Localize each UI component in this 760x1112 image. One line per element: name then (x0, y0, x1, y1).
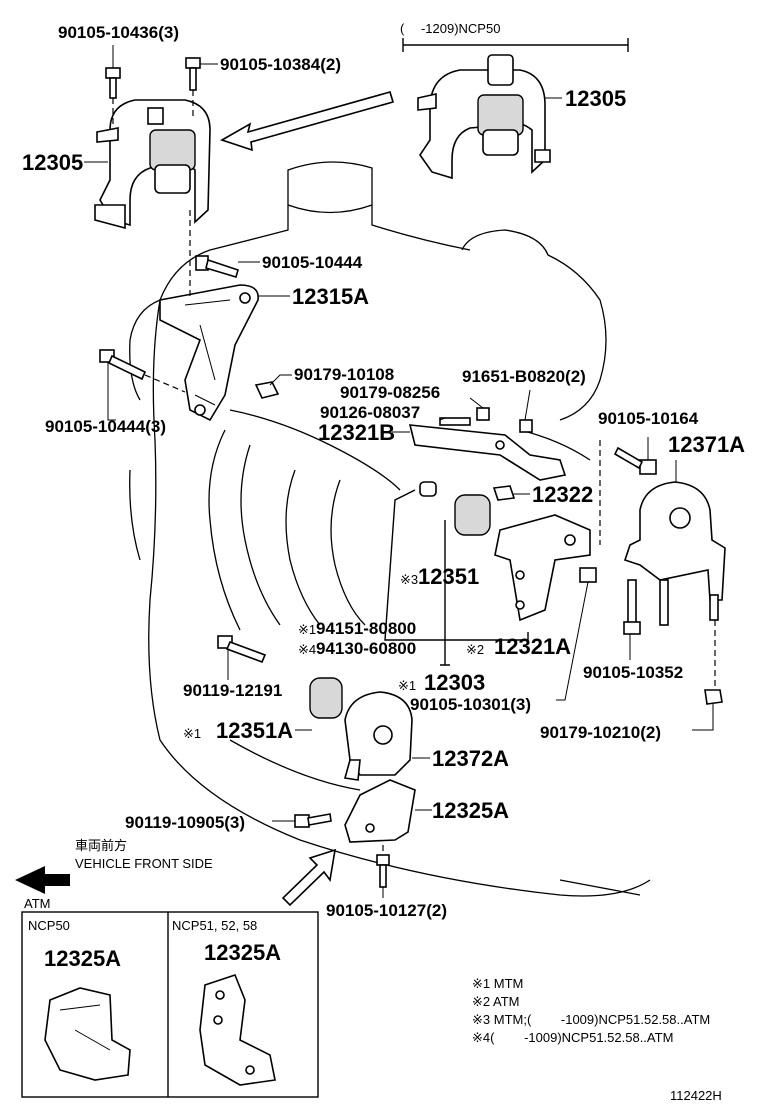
label-vehicle-front-side: VEHICLE FRONT SIDE (75, 856, 213, 871)
label-94151-80800: 94151-80800 (316, 619, 416, 638)
note-2: ※2 ATM (472, 994, 520, 1009)
bolt-90105-10444-lower (99, 349, 147, 381)
bracket-12321A (494, 514, 591, 622)
engine-outline (129, 161, 651, 897)
note-3: ※3 MTM;( -1009)NCP51.52.58..ATM (472, 1012, 710, 1027)
bolt-90119-10905 (294, 813, 332, 828)
bolt-91651-B0820 (519, 419, 533, 433)
label-12325A-ncp51: 12325A (204, 940, 281, 965)
bolt-90105-10127 (376, 854, 390, 888)
nut-12322 (492, 485, 516, 501)
bracket-12315A (159, 284, 259, 422)
front-direction-arrow-bottom (281, 848, 337, 907)
label-90179-08256: 90179-08256 (340, 383, 440, 402)
bolt-90105-10384 (185, 57, 201, 91)
label-12325A-ncp50: 12325A (44, 946, 121, 971)
label-variant-top: ( -1209)NCP50 (400, 21, 500, 36)
label-front-jp: 車両前方 (75, 838, 127, 853)
label-90119-12191: 90119-12191 (183, 681, 282, 700)
engine-mount-12305-variant (402, 38, 629, 180)
label-12321A: 12321A (494, 634, 571, 659)
label-91651-B0820: 91651-B0820(2) (462, 367, 586, 386)
nut-90179-10108 (254, 381, 280, 399)
label-90105-10436: 90105-10436(3) (58, 23, 179, 42)
label-12322: 12322 (532, 482, 593, 507)
label-box-ncp50: NCP50 (28, 918, 70, 933)
mount-insulator-12351 (454, 494, 491, 536)
label-90105-10444-upper: 90105-10444 (262, 253, 363, 272)
label-12315A: 12315A (292, 284, 369, 309)
bolt-90119-12191 (217, 635, 267, 664)
bracket-12325A-ncp51 (199, 974, 276, 1086)
label-90105-10384: 90105-10384(2) (220, 55, 341, 74)
label-12372A: 12372A (432, 746, 509, 771)
mount-12372A (343, 691, 413, 781)
mark-94130: ※4 (298, 642, 316, 657)
label-90105-10352: 90105-10352 (583, 663, 683, 682)
label-12303: 12303 (424, 670, 485, 695)
label-90119-10905: 90119-10905(3) (125, 813, 245, 832)
label-90179-10210: 90179-10210(2) (540, 723, 661, 742)
vehicle-front-arrow (15, 866, 70, 894)
label-12351A: 12351A (216, 718, 293, 743)
atm-variant-boxes (21, 911, 319, 1098)
bolt-90105-10352 (623, 579, 641, 635)
label-90105-10127: 90105-10127(2) (326, 901, 447, 920)
mark-12321A: ※2 (466, 642, 484, 657)
bracket-12325A-ncp50 (44, 987, 131, 1081)
label-12325A: 12325A (432, 798, 509, 823)
mount-insulator-12351A (309, 677, 343, 719)
label-90126-08037: 90126-08037 (320, 403, 420, 422)
bolt-90105-10444-upper (195, 255, 239, 278)
front-direction-arrow-top (220, 91, 395, 152)
bolt-90126-08037 (439, 417, 471, 426)
mark-12351: ※3 (400, 572, 418, 587)
note-1: ※1 MTM (472, 976, 523, 991)
nut-90179-10210 (704, 689, 723, 705)
label-12305-right: 12305 (565, 86, 626, 111)
label-12321B: 12321B (318, 420, 395, 445)
engine-mount-12305-left (94, 99, 211, 230)
bolt-90105-10436 (105, 67, 121, 99)
label-90105-10164: 90105-10164 (598, 409, 699, 428)
label-box-ncp51: NCP51, 52, 58 (172, 918, 257, 933)
leader-lines (84, 45, 714, 898)
label-atm: ATM (24, 896, 50, 911)
bracket-12321B (408, 424, 567, 481)
label-12305-left: 12305 (22, 150, 83, 175)
mount-12371A (623, 481, 726, 601)
label-12351: 12351 (418, 564, 479, 589)
bolt-90105-10164 (613, 446, 657, 475)
label-90105-10444-lower: 90105-10444(3) (45, 417, 166, 436)
bracket-12325A (344, 779, 416, 843)
part-labels: 90105-10436(3) 90105-10384(2) 12305 ( -1… (22, 21, 745, 1103)
note-4: ※4( -1009)NCP51.52.58..ATM (472, 1030, 673, 1045)
diagram-id: 112422H (670, 1088, 722, 1103)
label-94130-60800: 94130-60800 (316, 639, 416, 658)
label-90179-10108: 90179-10108 (294, 365, 394, 384)
nut-90179-08256 (476, 407, 490, 421)
mark-12303: ※1 (398, 678, 416, 693)
label-90105-10301: 90105-10301(3) (410, 695, 531, 714)
collar-94151-80800 (419, 481, 437, 497)
bolt-90105-10301 (579, 567, 597, 583)
label-12371A: 12371A (668, 432, 745, 457)
mark-94151: ※1 (298, 622, 316, 637)
mark-12351A: ※1 (183, 726, 201, 741)
